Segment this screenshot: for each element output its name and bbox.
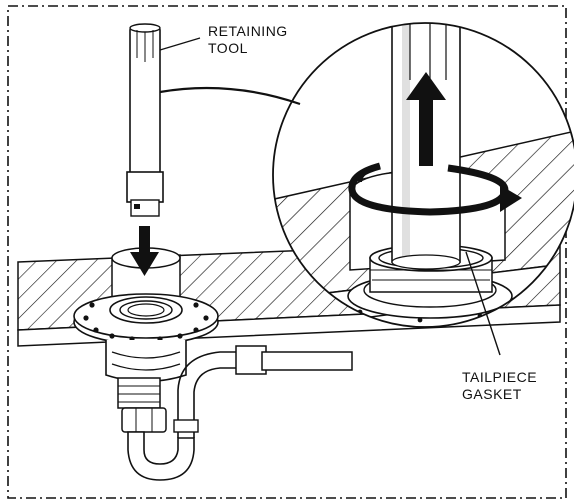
retaining-tool	[126, 23, 164, 217]
tailpiece-gasket-label-line1: TAILPIECE	[462, 369, 537, 385]
up-arrow-icon	[406, 72, 446, 166]
tailpiece-gasket-leader	[465, 251, 501, 356]
down-arrow-icon	[130, 226, 159, 276]
retaining-tool-leader	[159, 86, 301, 106]
tool-label-leader	[159, 37, 201, 51]
retaining-tool-label-line2: TOOL	[208, 40, 248, 56]
rotate-arrow-icon	[348, 162, 522, 216]
retaining-tool-label-line1: RETAINING	[208, 23, 288, 39]
dashed-frame	[7, 5, 567, 499]
tailpiece-gasket-label-line2: GASKET	[462, 386, 522, 402]
drain-assembly	[73, 293, 353, 481]
